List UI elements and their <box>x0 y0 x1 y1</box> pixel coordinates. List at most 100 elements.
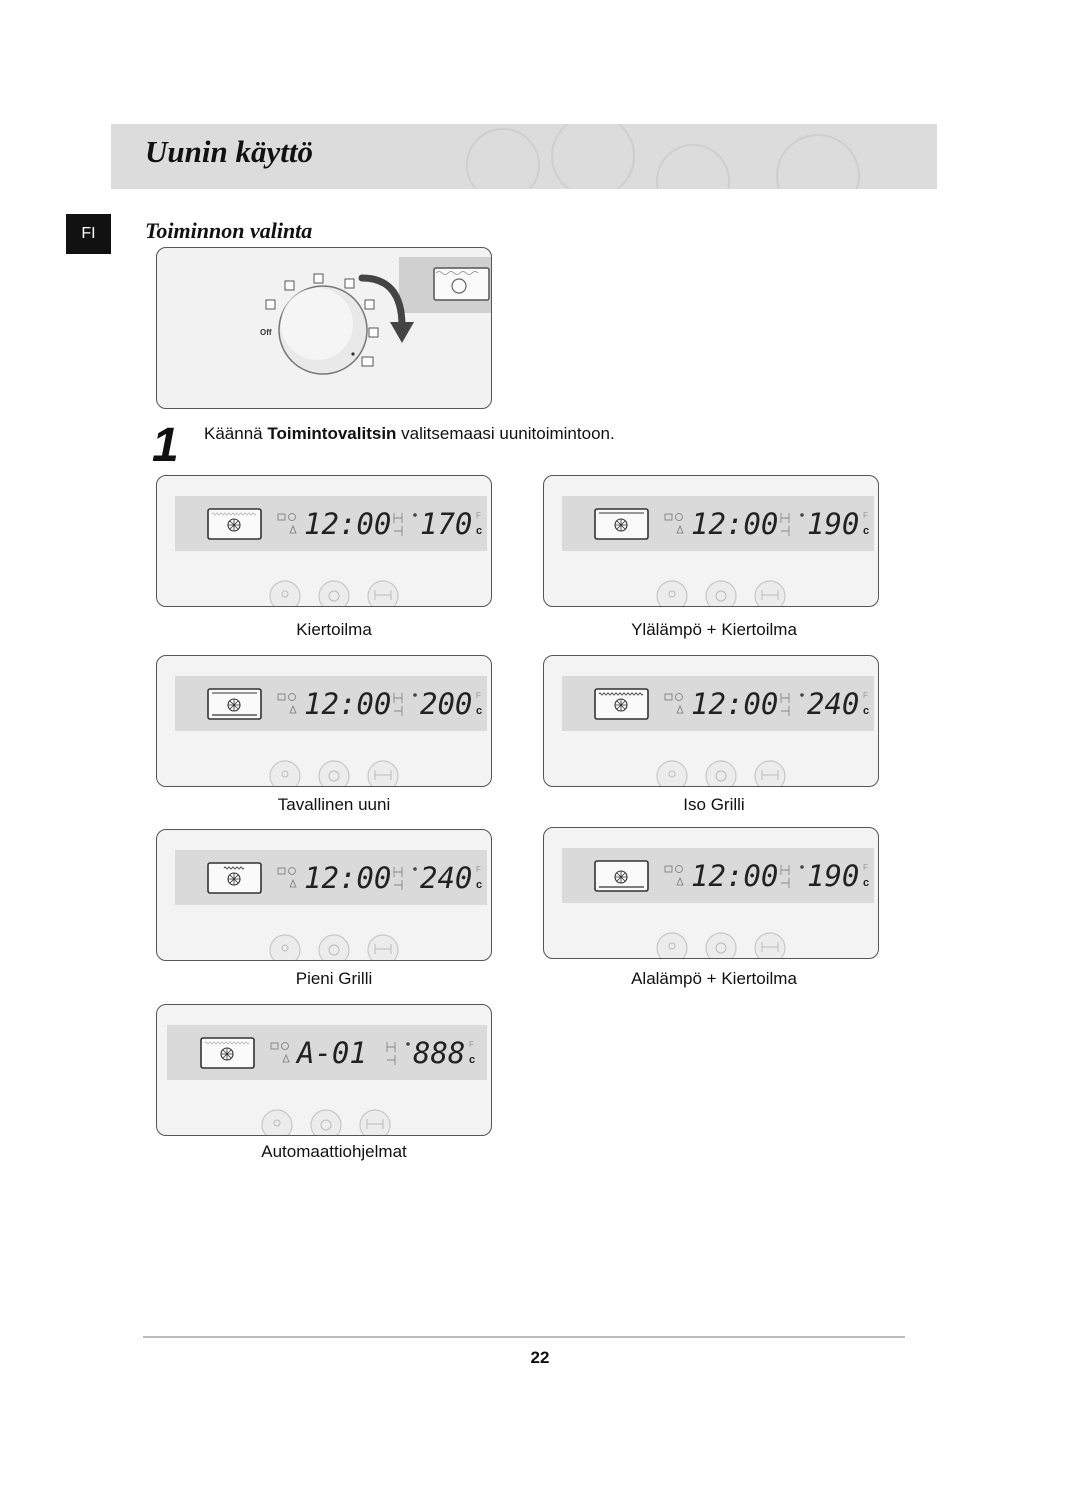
clock-button[interactable] <box>318 934 350 960</box>
tomato-decoration <box>466 128 540 189</box>
clock-icon <box>715 942 727 954</box>
timer-button[interactable] <box>367 760 399 786</box>
light-icon <box>281 944 289 952</box>
light-icon <box>281 590 289 598</box>
clock-icon <box>288 867 296 875</box>
display-time: 12:00 <box>691 507 778 541</box>
bell-icon <box>676 524 684 534</box>
light-icon <box>273 1119 281 1127</box>
bottom-fan-mode-icon <box>594 860 649 892</box>
display-temperature: 240 <box>420 861 472 895</box>
timer-marks-icon <box>780 513 790 536</box>
auto-mode-icon <box>361 356 374 367</box>
mode-icon <box>313 273 324 284</box>
caption-auto: Automaattiohjelmat <box>261 1142 407 1161</box>
duration-icon <box>761 590 779 600</box>
duration-icon <box>374 770 392 780</box>
clock-icon <box>715 590 727 602</box>
light-button[interactable] <box>656 760 688 786</box>
lock-icon <box>664 693 673 701</box>
caption-top-fan: Ylälämpö + Kiertoilma <box>631 620 797 639</box>
display-time: 12:00 <box>691 687 778 721</box>
clock-icon <box>675 513 683 521</box>
clock-button[interactable] <box>705 760 737 786</box>
timer-marks-icon <box>393 693 403 716</box>
duration-icon <box>374 590 392 600</box>
tomato-decoration <box>551 124 635 189</box>
clock-icon <box>328 770 340 782</box>
top-fan-mode-icon <box>594 508 649 540</box>
clock-button[interactable] <box>310 1109 342 1135</box>
timer-marks-icon <box>386 1042 396 1065</box>
lock-icon <box>277 513 286 521</box>
language-tab: FI <box>66 214 111 254</box>
unit-c: c <box>863 525 869 537</box>
fan-mode-icon <box>433 267 490 301</box>
clock-icon <box>288 513 296 521</box>
mode-icon <box>344 278 355 289</box>
small-grill-mode-icon <box>207 862 262 894</box>
page-number: 22 <box>530 1348 550 1367</box>
light-icon <box>668 770 676 778</box>
off-label: Off <box>260 328 272 337</box>
display-temperature: 240 <box>807 687 859 721</box>
clock-button[interactable] <box>318 760 350 786</box>
display-time: 12:00 <box>304 687 391 721</box>
function-selector-label: Toimintovalitsin <box>267 424 397 443</box>
footer-rule <box>143 1336 905 1338</box>
step-instruction: Käännä Toimintovalitsin valitsemaasi uun… <box>204 424 615 443</box>
tomato-decoration <box>656 144 730 189</box>
light-button[interactable] <box>269 760 301 786</box>
unit-c: c <box>476 525 482 537</box>
unit-c: c <box>476 705 482 717</box>
bell-icon <box>282 1053 290 1063</box>
clock-icon <box>288 693 296 701</box>
mode-icon <box>284 280 295 291</box>
display-temperature: 190 <box>807 859 859 893</box>
section-title: Toiminnon valinta <box>145 218 313 243</box>
light-button[interactable] <box>656 932 688 958</box>
timer-button[interactable] <box>754 932 786 958</box>
bell-icon <box>289 524 297 534</box>
clock-button[interactable] <box>705 932 737 958</box>
clock-button[interactable] <box>705 580 737 606</box>
light-button[interactable] <box>261 1109 293 1135</box>
unit-f: F <box>476 865 481 874</box>
duration-icon <box>374 944 392 954</box>
timer-button[interactable] <box>367 934 399 960</box>
bell-icon <box>289 704 297 714</box>
function-dial-panel: Off <box>156 247 492 409</box>
light-button[interactable] <box>269 580 301 606</box>
timer-button[interactable] <box>754 580 786 606</box>
light-button[interactable] <box>656 580 688 606</box>
clock-button[interactable] <box>318 580 350 606</box>
clock-icon <box>675 865 683 873</box>
tomato-decoration <box>776 134 860 189</box>
step-number: 1 <box>152 419 179 472</box>
light-button[interactable] <box>269 934 301 960</box>
timer-marks-icon <box>780 693 790 716</box>
large-grill-mode-icon <box>594 688 649 720</box>
caption-large-grill: Iso Grilli <box>683 795 745 814</box>
unit-f: F <box>863 863 868 872</box>
timer-button[interactable] <box>359 1109 391 1135</box>
display-time: A-01 <box>295 1036 367 1070</box>
caption-conventional: Tavallinen uuni <box>277 795 391 814</box>
timer-button[interactable] <box>367 580 399 606</box>
unit-f: F <box>476 691 481 700</box>
display-temperature: 888 <box>413 1036 465 1070</box>
display-time: 12:00 <box>691 859 778 893</box>
timer-button[interactable] <box>754 760 786 786</box>
timer-marks-icon <box>780 865 790 888</box>
caption-bottom-fan: Alalämpö + Kiertoilma <box>631 969 797 988</box>
unit-c: c <box>863 877 869 889</box>
display-temperature: 170 <box>420 507 472 541</box>
unit-f: F <box>469 1040 474 1049</box>
lock-icon <box>664 513 673 521</box>
conventional-mode-icon <box>207 688 262 720</box>
